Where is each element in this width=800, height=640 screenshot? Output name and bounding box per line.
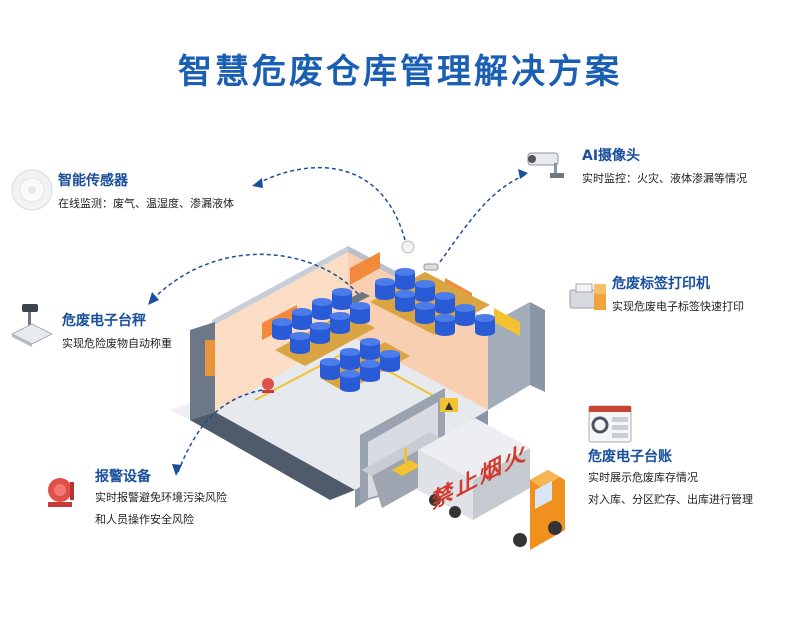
camera-icon	[522, 143, 572, 183]
barrel-group	[320, 338, 400, 392]
feature-desc: 实时监控：火灾、液体渗漏等情况	[582, 172, 747, 185]
ledger-dashboard-icon	[588, 405, 632, 443]
feature-desc: 在线监测：废气、温湿度、渗漏液体	[58, 197, 234, 210]
feature-title: 智能传感器	[58, 173, 128, 189]
feature-alarm: 报警设备 实时报警避免环境污染风险 和人员操作安全风险	[95, 468, 227, 530]
feature-desc: 实现危废电子标签快速打印	[612, 300, 744, 313]
feature-title: 危废标签打印机	[612, 276, 710, 292]
feature-scale: 危废电子台秤 实现危险废物自动称重	[62, 312, 172, 354]
electronic-scale-icon	[8, 300, 56, 348]
feature-title: 危废电子台账	[588, 449, 672, 465]
ceiling-camera	[423, 263, 439, 271]
arrow-camera	[439, 174, 526, 263]
barrel-group	[375, 268, 495, 336]
feature-desc: 实时报警避免环境污染风险	[95, 491, 227, 504]
arrow-scale	[149, 253, 359, 303]
feature-desc: 和人员操作安全风险	[95, 513, 194, 526]
connector-arrows	[149, 166, 526, 473]
arrow-alarm	[177, 389, 263, 473]
feature-ledger: 危废电子台账 实时展示危废库存情况 对入库、分区贮存、出库进行管理	[588, 448, 753, 510]
label-printer-icon	[568, 280, 608, 316]
feature-desc: 实现危险废物自动称重	[62, 337, 172, 350]
feature-title: AI摄像头	[582, 148, 641, 164]
feature-printer: 危废标签打印机 实现危废电子标签快速打印	[612, 275, 744, 317]
feature-sensor: 智能传感器 在线监测：废气、温湿度、渗漏液体	[58, 172, 234, 214]
smoke-sensor-icon	[10, 168, 54, 212]
forklift	[392, 460, 420, 476]
feature-camera: AI摄像头 实时监控：火灾、液体渗漏等情况	[582, 147, 747, 189]
barrel-group	[272, 288, 370, 354]
feature-title: 危废电子台秤	[62, 313, 146, 329]
ceiling-sensor	[401, 240, 415, 254]
arrow-sensor	[254, 166, 406, 241]
feature-desc: 对入库、分区贮存、出库进行管理	[588, 493, 753, 506]
wall-poster	[494, 308, 520, 336]
feature-title: 报警设备	[95, 469, 151, 485]
warehouse-floor	[215, 335, 488, 490]
loading-ramp	[362, 432, 440, 476]
page-title: 智慧危废仓库管理解决方案	[178, 52, 622, 92]
truck	[418, 418, 565, 550]
wall-alarm-bell	[262, 378, 274, 393]
wall-poster	[350, 252, 380, 285]
feature-desc: 实时展示危废库存情况	[588, 471, 698, 484]
alarm-bell-icon	[44, 476, 78, 512]
